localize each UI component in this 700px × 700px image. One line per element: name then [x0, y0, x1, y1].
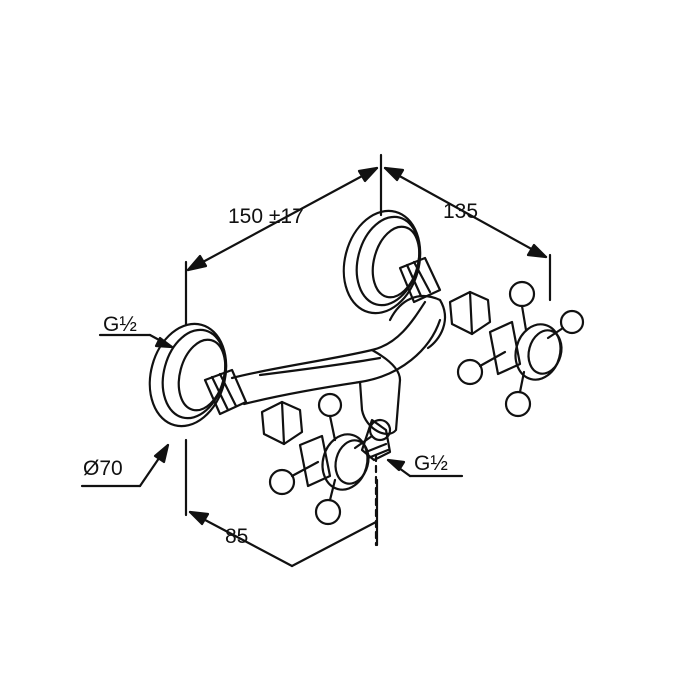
- outlet-thread-right-label: G½: [414, 452, 448, 475]
- mixer-body: [230, 295, 446, 435]
- dimension-projection-label: 85: [225, 525, 249, 548]
- flange-diameter-label: Ø70: [83, 457, 123, 480]
- dimension-width-label: 150 ±17: [228, 205, 304, 228]
- left-connector-nut: [203, 368, 248, 416]
- right-connector-nut: [398, 256, 442, 304]
- leader-flange-diameter: [80, 443, 170, 488]
- inlet-thread-left-label: G½: [103, 313, 137, 336]
- left-cross-handle: [268, 392, 392, 526]
- left-wall-flange: [148, 322, 228, 428]
- dimension-depth-line: [383, 166, 552, 302]
- dimension-depth-label: 135: [443, 200, 479, 223]
- right-cross-handle: [456, 280, 585, 418]
- dimension-projection-line: [184, 438, 379, 568]
- leader-outlet-thread-right: [386, 458, 464, 478]
- left-valve-hex: [260, 400, 304, 446]
- dimension-width-line: [184, 153, 383, 327]
- right-valve-hex: [448, 290, 492, 336]
